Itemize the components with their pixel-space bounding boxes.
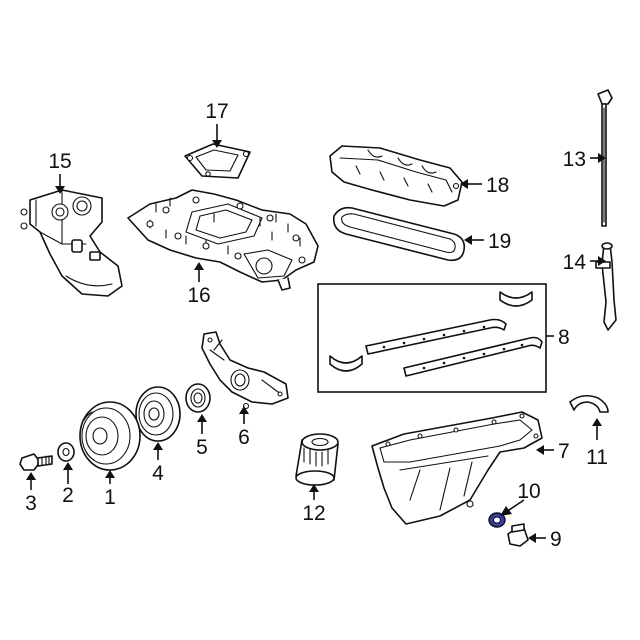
callout-15: 15 [48, 150, 71, 173]
part-15-thermostat-housing[interactable] [20, 189, 123, 297]
part-11-rear-seal[interactable] [569, 394, 609, 413]
part-10-drain-gasket[interactable] [488, 512, 506, 528]
callout-8: 8 [558, 326, 570, 349]
callout-16: 16 [187, 284, 210, 307]
callout-labels: 17 15 16 18 19 13 14 8 6 5 4 1 2 3 12 7 … [25, 100, 608, 551]
part-3-bolt[interactable] [19, 453, 53, 471]
part-1-balancer[interactable] [79, 401, 141, 471]
callout-6: 6 [238, 426, 250, 449]
part-8-gasket-set[interactable] [317, 283, 547, 393]
callout-10: 10 [517, 480, 540, 503]
part-12-oil-filter[interactable] [295, 433, 339, 486]
callout-5: 5 [196, 436, 208, 459]
callout-12: 12 [302, 502, 325, 525]
callout-13: 13 [563, 148, 586, 171]
callout-3: 3 [25, 492, 37, 515]
callout-1: 1 [104, 486, 116, 509]
part-4-pulley[interactable] [135, 386, 181, 442]
callout-7: 7 [558, 440, 570, 463]
callout-2: 2 [62, 484, 74, 507]
part-17-throttle-gasket[interactable] [184, 143, 251, 179]
callout-17: 17 [205, 100, 228, 123]
part-6-front-cover[interactable] [201, 331, 289, 410]
part-18-valve-cover[interactable] [329, 145, 463, 207]
callout-19: 19 [488, 230, 511, 253]
part-14-dipstick-tube[interactable] [595, 242, 617, 331]
callout-14: 14 [563, 251, 587, 274]
callout-11: 11 [586, 446, 608, 469]
part-16-intake-manifold[interactable] [127, 189, 319, 291]
part-19-valve-cover-gasket[interactable] [332, 206, 466, 262]
callout-4: 4 [152, 462, 164, 485]
callout-18: 18 [486, 174, 509, 197]
part-13-dipstick[interactable] [597, 89, 613, 227]
callout-leaders [26, 124, 606, 543]
part-7-oil-pan[interactable] [371, 411, 543, 525]
part-9-drain-plug[interactable] [507, 523, 529, 547]
callout-9: 9 [550, 528, 562, 551]
part-5-front-seal[interactable] [185, 383, 211, 413]
part-2-washer[interactable] [57, 442, 75, 462]
